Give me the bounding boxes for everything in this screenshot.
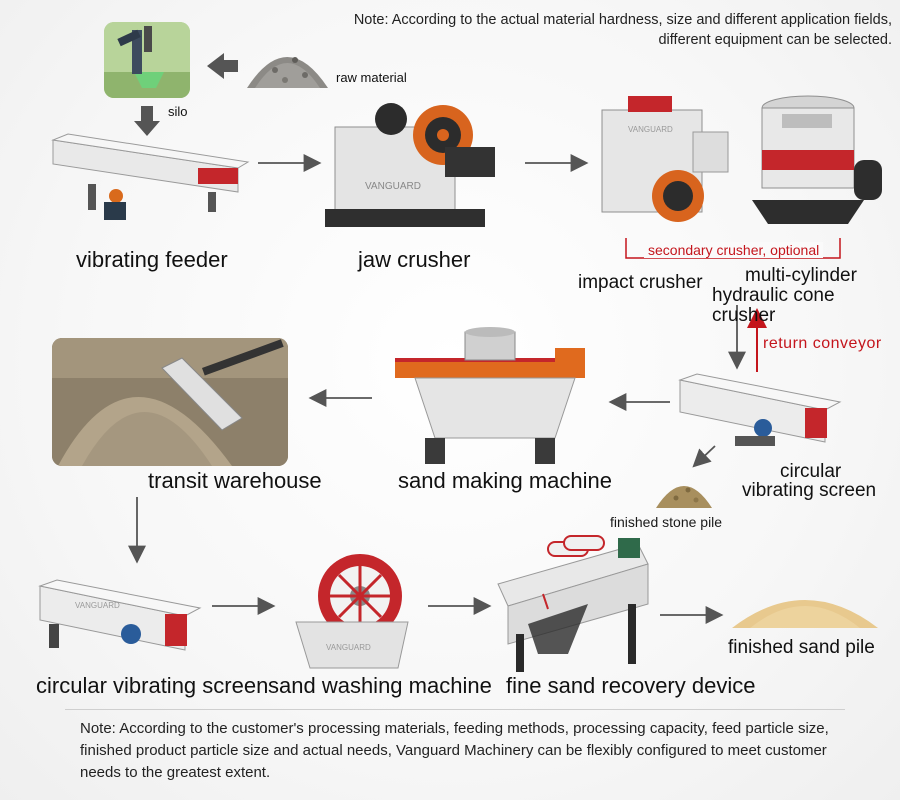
raw-material-image [245, 30, 330, 90]
silo-illustration [104, 22, 190, 98]
svg-text:VANGUARD: VANGUARD [628, 125, 673, 134]
svg-text:VANGUARD: VANGUARD [75, 601, 120, 610]
circular-screen-label-line2: vibrating screen [742, 480, 877, 501]
cone-crusher-label-line2: hydraulic cone crusher [712, 285, 835, 326]
bottom-divider [65, 709, 845, 710]
transit-warehouse-image [52, 338, 288, 466]
top-note: Note: According to the actual material h… [353, 12, 892, 48]
fine-sand-recovery-image [497, 535, 649, 672]
cone-crusher-label-line1: multi-cylinder [745, 265, 857, 286]
secondary-bracket [625, 238, 841, 259]
sand-making-machine-image [395, 327, 585, 464]
finished-sand-pile-image [732, 600, 878, 628]
circular-screen-label-line1: circular [780, 461, 842, 482]
warehouse-scene [52, 338, 288, 466]
circular-vibrating-screen-image [678, 373, 842, 446]
vibrating-feeder-image [51, 133, 250, 220]
svg-text:VANGUARD: VANGUARD [365, 181, 421, 192]
bottom-note: Note: According to the customer's proces… [80, 720, 829, 781]
circular-vibrating-screen-2-image: VANGUARD [38, 579, 202, 651]
fine-sand-recovery-label: fine sand recovery device [506, 673, 756, 698]
arrow-raw-to-silo [207, 53, 238, 79]
cone-crusher-image [752, 95, 882, 224]
impact-crusher-image: VANGUARD [601, 96, 729, 222]
finished-stone-pile-image [656, 486, 712, 508]
finished-stone-pile-label: finished stone pile [610, 514, 723, 530]
finished-sand-pile-label: finished sand pile [728, 637, 875, 658]
jaw-crusher-image: VANGUARD [325, 103, 495, 227]
impact-crusher-label: impact crusher [578, 272, 703, 293]
sand-washing-machine-label: sand washing machine [268, 673, 492, 698]
return-conveyor-label: return conveyor [763, 335, 882, 352]
silo-label: silo [168, 104, 188, 119]
arrow-silo-to-feeder [134, 106, 160, 136]
sand-washing-machine-image: VANGUARD [295, 554, 409, 669]
secondary-optional-label: secondary crusher, optional [644, 242, 824, 258]
sand-making-machine-label: sand making machine [398, 468, 613, 493]
gravel-pile-icon [247, 57, 328, 88]
vibrating-feeder-label: vibrating feeder [76, 247, 228, 272]
jaw-crusher-label: jaw crusher [358, 247, 471, 272]
raw-material-label: raw material [336, 70, 407, 85]
transit-warehouse-label: transit warehouse [148, 468, 322, 493]
silo-image [104, 22, 190, 98]
arrow-screen-to-stone [692, 445, 716, 468]
svg-text:VANGUARD: VANGUARD [326, 643, 371, 652]
circular-vibrating-screen-label: circular vibrating screen [36, 673, 269, 698]
